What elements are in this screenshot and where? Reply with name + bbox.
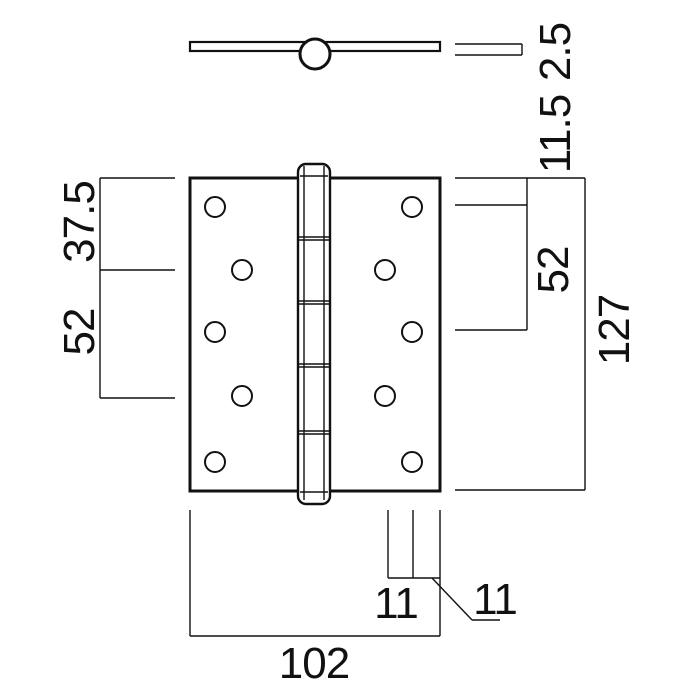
hinge-knuckle [296, 162, 332, 506]
dim-hole-offset-1: 11 [374, 579, 418, 628]
knuckle-segments [298, 236, 330, 435]
left-dimensions [99, 177, 175, 399]
screw-hole [204, 321, 226, 343]
screw-hole [204, 196, 226, 218]
leader-line [431, 577, 473, 621]
screw-hole [401, 321, 423, 343]
right-dimensions [455, 177, 586, 491]
screw-hole [204, 451, 226, 473]
dim-total-width: 102 [279, 639, 349, 688]
screw-hole [231, 385, 253, 407]
right-leaf-holes [374, 196, 423, 473]
dim-total-height: 127 [590, 295, 639, 365]
screw-hole [401, 196, 423, 218]
dim-hole-offset-2: 11 [473, 575, 517, 624]
dim-top-offset: 11.5 [531, 95, 580, 173]
screw-hole [374, 385, 396, 407]
dim-thickness: 2.5 [531, 23, 580, 81]
left-leaf-holes [204, 196, 253, 473]
screw-hole [374, 259, 396, 281]
dim-top-offset-left: 37.5 [55, 181, 104, 263]
hinge-knuckle-top [298, 37, 332, 71]
hinge-top-view [188, 37, 523, 71]
bottom-dimensions [189, 510, 500, 637]
dim-right-inner: 52 [529, 247, 578, 294]
hinge-front-view [188, 162, 442, 506]
screw-hole [401, 451, 423, 473]
dim-hole-spacing-left: 52 [55, 309, 104, 356]
screw-hole [231, 259, 253, 281]
